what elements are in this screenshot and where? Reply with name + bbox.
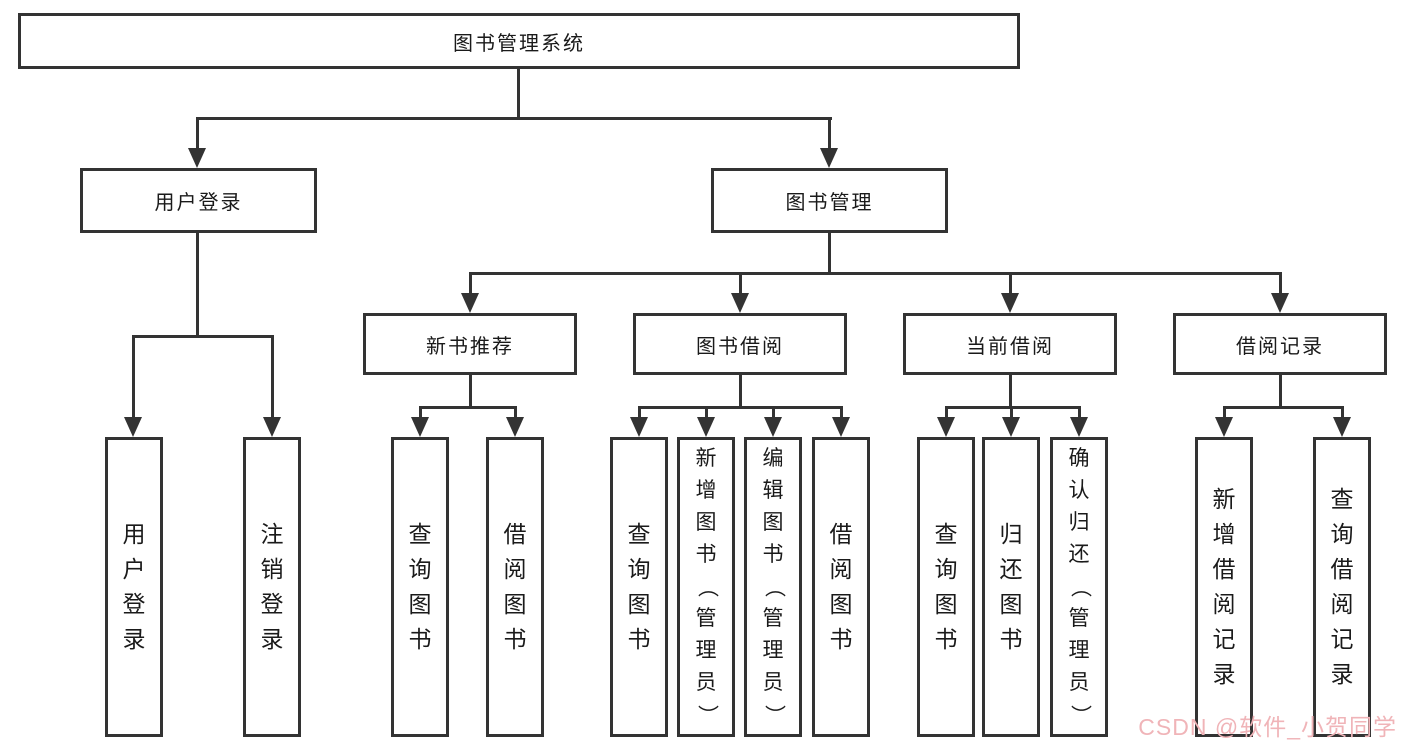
leaf-logout-label: 注销登录 xyxy=(260,521,284,652)
node-root: 图书管理系统 xyxy=(18,13,1020,69)
connector-hline xyxy=(419,406,517,409)
arrow-down-icon xyxy=(461,293,479,313)
leaf-current-confirm-label: 确认归还（管理员） xyxy=(1068,447,1091,726)
leaf-newbook-borrow: 借阅图书 xyxy=(486,437,544,737)
node-book-borrow-label: 图书借阅 xyxy=(696,335,784,358)
leaf-current-query: 查询图书 xyxy=(917,437,975,737)
arrow-down-icon xyxy=(1002,417,1020,437)
arrow-down-icon xyxy=(1271,293,1289,313)
connector-vline xyxy=(1279,272,1282,295)
leaf-borrow-borrow: 借阅图书 xyxy=(812,437,870,737)
connector-vline xyxy=(705,406,708,419)
leaf-record-add-label: 新增借阅记录 xyxy=(1212,486,1236,687)
connector-vline xyxy=(840,406,843,419)
leaf-borrow-edit: 编辑图书（管理员） xyxy=(744,437,802,737)
node-book-borrow: 图书借阅 xyxy=(633,313,847,375)
connector-vline xyxy=(132,335,135,419)
connector-vline xyxy=(196,233,199,335)
arrow-down-icon xyxy=(1001,293,1019,313)
arrow-down-icon xyxy=(411,417,429,437)
leaf-newbook-borrow-label: 借阅图书 xyxy=(503,521,527,652)
arrow-down-icon xyxy=(506,417,524,437)
node-book-management-label: 图书管理 xyxy=(785,192,874,214)
leaf-record-query: 查询借阅记录 xyxy=(1313,437,1371,737)
node-book-management: 图书管理 xyxy=(711,168,948,233)
connector-vline xyxy=(828,233,831,272)
leaf-user-login-label: 用户登录 xyxy=(122,521,146,652)
node-borrow-record: 借阅记录 xyxy=(1173,313,1387,375)
node-borrow-record-label: 借阅记录 xyxy=(1236,335,1324,358)
node-user-login-label: 用户登录 xyxy=(154,192,243,214)
arrow-down-icon xyxy=(1215,417,1233,437)
leaf-borrow-query: 查询图书 xyxy=(610,437,668,737)
connector-vline xyxy=(271,335,274,419)
arrow-down-icon xyxy=(764,417,782,437)
connector-vline xyxy=(739,272,742,295)
arrow-down-icon xyxy=(630,417,648,437)
connector-vline xyxy=(1009,375,1012,406)
leaf-borrow-edit-label: 编辑图书（管理员） xyxy=(762,447,785,726)
connector-vline xyxy=(772,406,775,419)
leaf-borrow-borrow-label: 借阅图书 xyxy=(829,521,853,652)
connector-vline xyxy=(1223,406,1226,419)
leaf-current-return-label: 归还图书 xyxy=(999,521,1023,652)
connector-hline xyxy=(638,406,843,409)
connector-vline xyxy=(945,406,948,419)
watermark: CSDN @软件_小贺同学 xyxy=(1138,714,1397,740)
connector-hline xyxy=(196,117,832,120)
node-new-book-recommend: 新书推荐 xyxy=(363,313,577,375)
connector-vline xyxy=(196,117,199,150)
arrow-down-icon xyxy=(1333,417,1351,437)
arrow-down-icon xyxy=(731,293,749,313)
connector-vline xyxy=(419,406,422,419)
connector-hline xyxy=(132,335,274,338)
leaf-newbook-query-label: 查询图书 xyxy=(408,521,432,652)
connector-vline xyxy=(739,375,742,406)
connector-vline xyxy=(1078,406,1081,419)
connector-hline xyxy=(945,406,1081,409)
connector-vline xyxy=(828,117,831,150)
leaf-current-return: 归还图书 xyxy=(982,437,1040,737)
connector-vline xyxy=(638,406,641,419)
arrow-down-icon xyxy=(124,417,142,437)
arrow-down-icon xyxy=(697,417,715,437)
node-new-book-recommend-label: 新书推荐 xyxy=(426,335,514,358)
node-current-borrow: 当前借阅 xyxy=(903,313,1117,375)
arrow-down-icon xyxy=(263,417,281,437)
leaf-borrow-add: 新增图书（管理员） xyxy=(677,437,735,737)
leaf-logout: 注销登录 xyxy=(243,437,301,737)
connector-hline xyxy=(469,272,1282,275)
leaf-record-add: 新增借阅记录 xyxy=(1195,437,1253,737)
leaf-newbook-query: 查询图书 xyxy=(391,437,449,737)
node-user-login: 用户登录 xyxy=(80,168,317,233)
leaf-record-query-label: 查询借阅记录 xyxy=(1330,486,1354,687)
arrow-down-icon xyxy=(188,148,206,168)
connector-vline xyxy=(469,272,472,295)
leaf-current-query-label: 查询图书 xyxy=(934,521,958,652)
node-root-label: 图书管理系统 xyxy=(453,32,585,55)
connector-vline xyxy=(514,406,517,419)
connector-vline xyxy=(1341,406,1344,419)
leaf-user-login: 用户登录 xyxy=(105,437,163,737)
arrow-down-icon xyxy=(1070,417,1088,437)
arrow-down-icon xyxy=(832,417,850,437)
leaf-borrow-query-label: 查询图书 xyxy=(627,521,651,652)
arrow-down-icon xyxy=(937,417,955,437)
connector-vline xyxy=(1010,406,1013,419)
connector-vline xyxy=(517,69,520,117)
connector-vline xyxy=(1009,272,1012,295)
connector-vline xyxy=(1279,375,1282,406)
leaf-borrow-add-label: 新增图书（管理员） xyxy=(695,447,718,726)
leaf-current-confirm: 确认归还（管理员） xyxy=(1050,437,1108,737)
connector-hline xyxy=(1223,406,1344,409)
connector-vline xyxy=(469,375,472,406)
node-current-borrow-label: 当前借阅 xyxy=(966,335,1054,358)
arrow-down-icon xyxy=(820,148,838,168)
